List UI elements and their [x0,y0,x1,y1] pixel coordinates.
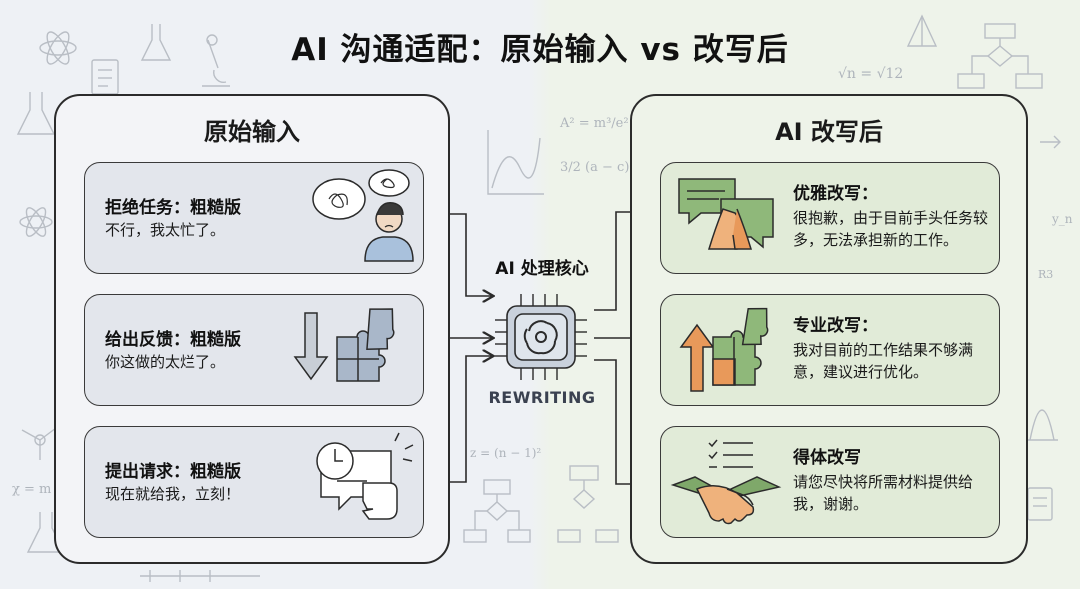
stressed-person-icon [312,169,414,262]
card-body: 不行，我太忙了。 [105,221,226,239]
formula-doodle: 3/2 (a − c)² [560,160,635,175]
axis-doodle [140,570,260,582]
handshake-checklist-icon [670,439,782,525]
flowchart-doodle [463,479,531,543]
card-head: 提出请求：粗糙版 [105,462,241,482]
clock-pointing-hand-icon [316,432,414,520]
original-input-panel: 原始输入 拒绝任务：粗糙版 不行，我太忙了。 给出反馈：粗糙版 你这做的太烂了。… [54,94,450,564]
card-head: 优雅改写： [793,184,878,204]
card-professional-rewrite: 专业改写： 我对目前的工作结果不够满意，建议进行优化。 [660,294,1000,406]
card-body: 现在就给我，立刻！ [105,485,241,503]
page-title: AI 沟通适配：原始输入 vs 改写后 [291,32,789,68]
apology-hands-icon [678,178,774,250]
flowchart-doodle [957,23,1043,89]
card-body: 请您尽快将所需材料提供给我，谢谢。 [793,473,974,513]
atom-icon [39,31,77,65]
formula-doodle: z = (n − 1)² [470,446,542,460]
microscope-icon [202,34,230,87]
panel-title: 原始输入 [204,118,300,146]
formula-doodle: A² = m³/e² [560,116,629,131]
card-make-request: 提出请求：粗糙版 现在就给我，立刻！ [84,426,424,538]
card-head: 给出反馈：粗糙版 [105,330,241,350]
card-head: 得体改写 [793,448,861,468]
card-head: 专业改写： [793,316,878,336]
ai-chip-icon [495,294,587,380]
card-appropriate-rewrite: 得体改写 请您尽快将所需材料提供给我，谢谢。 [660,426,1000,538]
flask-icon [140,24,172,61]
formula-doodle: y_n [1052,212,1073,226]
formula-doodle: χ = m [12,482,52,497]
card-elegant-rewrite: 优雅改写： 很抱歉，由于目前手头任务较多，无法承担新的工作。 [660,162,1000,274]
formula-doodle: R3 [1038,268,1054,281]
graph-doodle [487,130,544,195]
ai-core-label: AI 处理核心 [495,259,589,279]
rewriting-label: REWRITING [488,388,596,407]
document-icon [1027,487,1053,521]
rewritten-panel: AI 改写后 优雅改写： 很抱歉，由于目前手头任务较多，无法承担新的工作。 专业… [630,94,1028,564]
card-give-feedback: 给出反馈：粗糙版 你这做的太烂了。 [84,294,424,406]
panel-title: AI 改写后 [775,118,883,146]
flask-icon [26,512,66,553]
card-body: 你这做的太烂了。 [105,353,226,371]
down-arrow-puzzle-icon [293,308,395,382]
flask-icon [16,92,56,135]
card-body: 很抱歉，由于目前手头任务较多，无法承担新的工作。 [793,209,989,249]
arrow-doodle [1040,135,1061,149]
card-body: 我对目前的工作结果不够满意，建议进行优化。 [793,341,974,381]
card-reject-task: 拒绝任务：粗糙版 不行，我太忙了。 [84,162,424,274]
formula-doodle: √n = √12 [838,66,904,82]
atom-icon [19,207,53,237]
pyramid-icon [906,14,938,47]
molecule-icon [21,427,57,460]
up-arrow-puzzle-icon [679,307,769,392]
bell-curve-doodle [1028,409,1058,441]
flowchart-doodle [557,465,619,543]
card-head: 拒绝任务：粗糙版 [105,198,241,218]
